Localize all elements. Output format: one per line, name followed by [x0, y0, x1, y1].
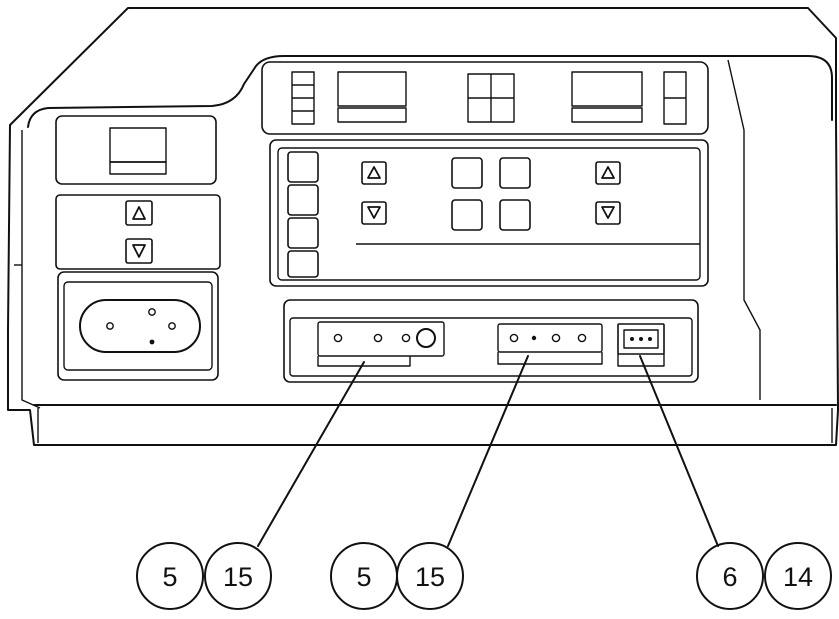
leader-line-right: [639, 355, 719, 547]
left-connector-panel: [57, 271, 219, 381]
mode-button-4[interactable]: [287, 250, 319, 278]
down-arrow-icon: [132, 244, 146, 258]
main-control-panel: [269, 139, 709, 287]
lower-connector-panel: [283, 299, 699, 383]
right-readout: [571, 71, 643, 107]
device-housing: [7, 7, 839, 446]
panel-left-down-button[interactable]: [361, 201, 387, 225]
up-arrow-icon: [601, 166, 615, 179]
panel-button-c[interactable]: [451, 199, 483, 231]
callout-group-left: 5 15: [136, 542, 272, 610]
mode-button-1[interactable]: [287, 151, 319, 183]
left-up-button[interactable]: [125, 200, 153, 226]
callout-number: 15: [415, 562, 445, 592]
leader-line-left: [257, 361, 365, 547]
center-indicator-grid: [467, 73, 515, 123]
callout-number: 15: [223, 562, 253, 592]
callout-group-right: 6 14: [696, 542, 832, 610]
connector-group-middle[interactable]: [497, 323, 603, 365]
mode-button-3[interactable]: [287, 217, 319, 249]
callout-number: 5: [356, 562, 371, 592]
leader-line-middle: [447, 355, 529, 547]
panel-left-up-button[interactable]: [361, 161, 387, 185]
down-arrow-icon: [601, 206, 615, 219]
mode-button-column: [287, 151, 319, 278]
left-down-button[interactable]: [125, 238, 153, 264]
connector-socket[interactable]: [106, 308, 176, 345]
mode-button-2[interactable]: [287, 184, 319, 216]
left-readout: [337, 71, 407, 107]
down-arrow-icon: [367, 206, 381, 219]
callout-group-middle: 5 15: [330, 542, 464, 610]
callout-number: 5: [162, 562, 177, 592]
leader-lines: [257, 355, 719, 547]
left-display-module: [55, 115, 217, 185]
connector-group-left[interactable]: [317, 321, 445, 367]
panel-right-up-button[interactable]: [595, 161, 621, 185]
left-arrow-control: [55, 194, 221, 270]
top-indicator-bar: [261, 61, 709, 135]
right-indicator-stack: [663, 71, 687, 125]
panel-button-d[interactable]: [499, 199, 531, 231]
callout-number: 6: [722, 562, 737, 592]
left-indicator-stack: [291, 71, 315, 125]
up-arrow-icon: [367, 166, 381, 179]
panel-right-down-button[interactable]: [595, 201, 621, 225]
up-arrow-icon: [132, 206, 146, 220]
panel-button-b[interactable]: [499, 157, 531, 189]
callout-number: 14: [783, 562, 813, 592]
panel-button-a[interactable]: [451, 157, 483, 189]
connector-group-right[interactable]: [617, 323, 665, 367]
